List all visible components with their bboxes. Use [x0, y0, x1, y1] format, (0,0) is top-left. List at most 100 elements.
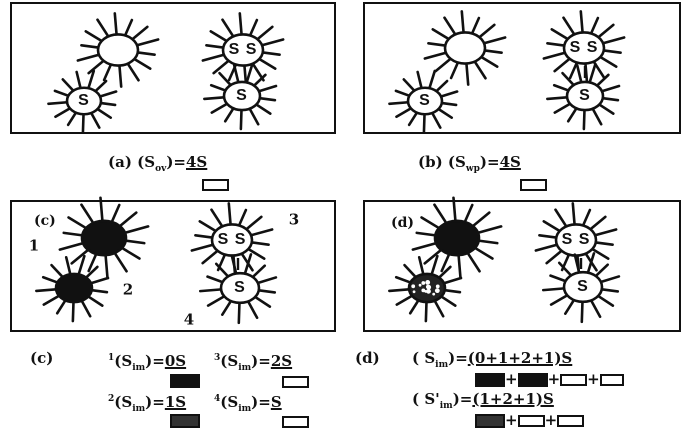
- sun-body: [406, 86, 444, 116]
- caption-expr: ( S': [412, 390, 440, 408]
- caption-expr: (S: [114, 393, 133, 411]
- speckle: [435, 284, 440, 289]
- sun-ray: [251, 73, 267, 88]
- sun-speckled: [388, 254, 463, 323]
- sun-ray: [452, 196, 457, 224]
- denominator-d1: +++: [475, 369, 624, 388]
- sun-ray: [595, 23, 615, 40]
- sun-ray: [549, 293, 570, 306]
- speckle: [411, 284, 416, 289]
- sun-ray: [568, 60, 579, 80]
- sun-body: [96, 33, 140, 67]
- caption-value: (1+2+1)S: [472, 390, 554, 408]
- sun-label-s: S: [236, 87, 248, 104]
- sun-ray: [220, 298, 233, 316]
- plus: +: [587, 370, 600, 388]
- caption-superscript: 4: [214, 394, 221, 404]
- sun-ray: [472, 59, 487, 80]
- plus: +: [505, 370, 518, 388]
- caption-eq: )=: [251, 352, 271, 370]
- sun-ray: [248, 18, 259, 38]
- sun-ray: [470, 16, 481, 36]
- sun-ray: [237, 300, 241, 325]
- sun-ray: [534, 242, 561, 252]
- sun-ray: [542, 220, 563, 234]
- sun-number-3: 3: [288, 210, 300, 229]
- sun-ray: [230, 254, 238, 276]
- caption-a: (a) (Sov)=4S: [108, 154, 207, 177]
- sun-ray: [388, 100, 412, 106]
- sun-ray: [125, 61, 140, 82]
- sun-filled: [411, 196, 503, 280]
- caption-value: (0+1+2+1)S: [467, 349, 573, 367]
- sun-ray: [573, 253, 581, 275]
- caption-c1: 1(Sim)=0S: [108, 350, 186, 376]
- sun-ray: [571, 202, 576, 227]
- sun-ray: [589, 246, 610, 260]
- sun-ray: [430, 254, 439, 277]
- caption-eq: )=: [145, 352, 165, 370]
- sun-ray: [35, 287, 60, 293]
- sun-ray: [436, 106, 454, 119]
- sun-ray: [71, 299, 75, 323]
- sun-ray: [478, 54, 499, 68]
- sun-ray: [250, 264, 267, 280]
- caption-eq: )=: [448, 349, 468, 367]
- sun-ray: [95, 106, 113, 119]
- sun-ray: [587, 215, 607, 232]
- speckle: [418, 283, 422, 287]
- sun-ray: [258, 38, 285, 48]
- sun-ray: [417, 255, 425, 277]
- sun-ray: [109, 203, 121, 225]
- sun-number-2: 2: [122, 280, 134, 299]
- sun-ray: [112, 250, 128, 273]
- caption-eq: )=: [251, 393, 271, 411]
- caption-subscript: im: [132, 404, 146, 414]
- speckle: [425, 280, 431, 285]
- sun-body: [65, 86, 103, 116]
- sun-ray: [441, 276, 463, 286]
- sun-ray: [388, 287, 413, 293]
- sun-ray: [595, 293, 615, 307]
- sun-filled: [58, 196, 150, 280]
- sun-ray: [430, 110, 442, 129]
- speckle: [412, 290, 416, 294]
- caption-superscript: 1: [108, 353, 115, 363]
- sun-ray: [210, 101, 230, 114]
- sun-ray: [93, 79, 108, 94]
- sun-body: [562, 270, 604, 304]
- sun-ray: [83, 265, 99, 280]
- sun-ss: [534, 202, 618, 278]
- sun-ray: [411, 241, 440, 251]
- caption-eq: )=: [145, 393, 165, 411]
- sun-ray: [579, 10, 584, 35]
- caption-subscript: wp: [465, 164, 480, 174]
- caption-value: 2S: [270, 352, 293, 370]
- sun-ray: [247, 228, 274, 238]
- sun-ray: [245, 62, 254, 85]
- caption-subscript: im: [238, 363, 252, 373]
- sun-ray: [586, 252, 596, 276]
- speckle: [426, 288, 431, 294]
- sun-ray: [594, 73, 610, 88]
- sun-ray: [449, 60, 460, 80]
- sun-ray: [75, 70, 83, 91]
- sun-ray: [227, 202, 232, 227]
- sun-ray: [42, 293, 62, 306]
- sun-ray: [575, 63, 583, 85]
- sun-ray: [89, 110, 101, 129]
- sun-ray: [433, 203, 449, 226]
- caption-expr: (S: [220, 352, 239, 370]
- caption-expr: (S: [114, 352, 133, 370]
- sun-ray: [480, 36, 507, 46]
- sun-ray: [590, 106, 603, 126]
- sun-ray: [542, 50, 569, 60]
- sun-ray: [562, 16, 577, 37]
- sun-ray: [85, 294, 104, 307]
- sun-label-s: S: [78, 92, 90, 109]
- panel-c: (c) 1 2 3 4 S S S: [10, 196, 336, 332]
- sun-label-ss: S S: [561, 231, 591, 248]
- sun-label-ss: S S: [228, 41, 258, 58]
- sun-ray: [589, 16, 600, 36]
- sun-ray: [79, 298, 92, 318]
